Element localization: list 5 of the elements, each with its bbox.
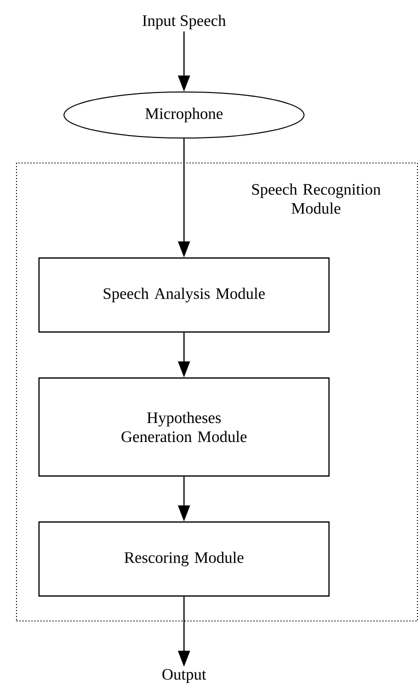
text-label: Input Speech: [142, 14, 226, 30]
module-box: Speech Analysis Module: [38, 257, 330, 333]
text-label: Output: [162, 669, 206, 683]
module-box: Hypotheses Generation Module: [38, 377, 330, 477]
module-box: Rescoring Module: [38, 521, 330, 597]
